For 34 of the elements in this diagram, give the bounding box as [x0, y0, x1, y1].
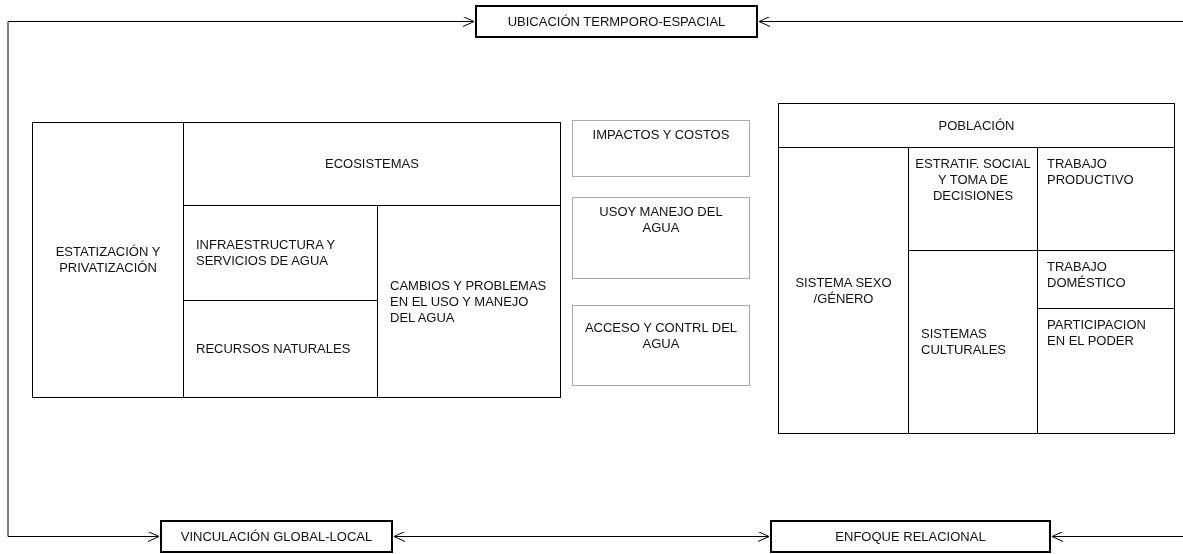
arrow — [7, 16, 475, 542]
cell-text: TRABAJO DOMÉSTICO — [1047, 259, 1127, 291]
label-box — [770, 520, 1051, 553]
table-cell — [778, 103, 1175, 148]
cell-text: SISTEMAS CULTURALES — [921, 326, 1007, 358]
table-cell — [778, 147, 909, 434]
arrow — [1051, 531, 1183, 542]
cell-text: POBLACIÓN — [937, 117, 1016, 134]
label-box — [572, 120, 750, 177]
table-cell — [183, 122, 561, 206]
box-label: USOY MANEJO DEL AGUA — [598, 204, 724, 236]
cell-text: ESTATIZACIÓN Y PRIVATIZACIÓN — [54, 244, 162, 276]
cell-text: SISTEMA SEXO /GÉNERO — [794, 274, 893, 307]
box-label: VINCULACIÓN GLOBAL-LOCAL — [179, 528, 374, 545]
cell-text: RECURSOS NATURALES — [196, 341, 352, 357]
box-label: ENFOQUE RELACIONAL — [834, 528, 987, 545]
arrow — [758, 16, 1183, 27]
table-cell — [377, 205, 561, 398]
cell-text: PARTICIPACION EN EL PODER — [1047, 317, 1147, 349]
box-label: UBICACIÓN TERMPORO-ESPACIAL — [506, 13, 727, 30]
table-cell — [1037, 308, 1175, 434]
cell-text: CAMBIOS Y PROBLEMAS EN EL USO Y MANEJO DEL AGUA — [390, 277, 548, 326]
label-box — [572, 305, 750, 386]
label-box — [572, 197, 750, 279]
cell-text: ESTRATIF. SOCIAL Y TOMA DE DECISIONES — [915, 156, 1031, 204]
label-box — [160, 520, 393, 553]
cell-text: ECOSISTEMAS — [324, 156, 420, 172]
label-box — [475, 5, 758, 38]
cell-text: INFRAESTRUCTURA Y SERVICIOS DE AGUA — [196, 237, 336, 269]
box-label: ACCESO Y CONTRL DEL AGUA — [583, 320, 739, 352]
box-label: IMPACTOS Y COSTOS — [591, 127, 731, 143]
arrow — [393, 531, 770, 542]
table-cell — [32, 122, 184, 398]
cell-text: TRABAJO PRODUCTIVO — [1047, 156, 1135, 188]
